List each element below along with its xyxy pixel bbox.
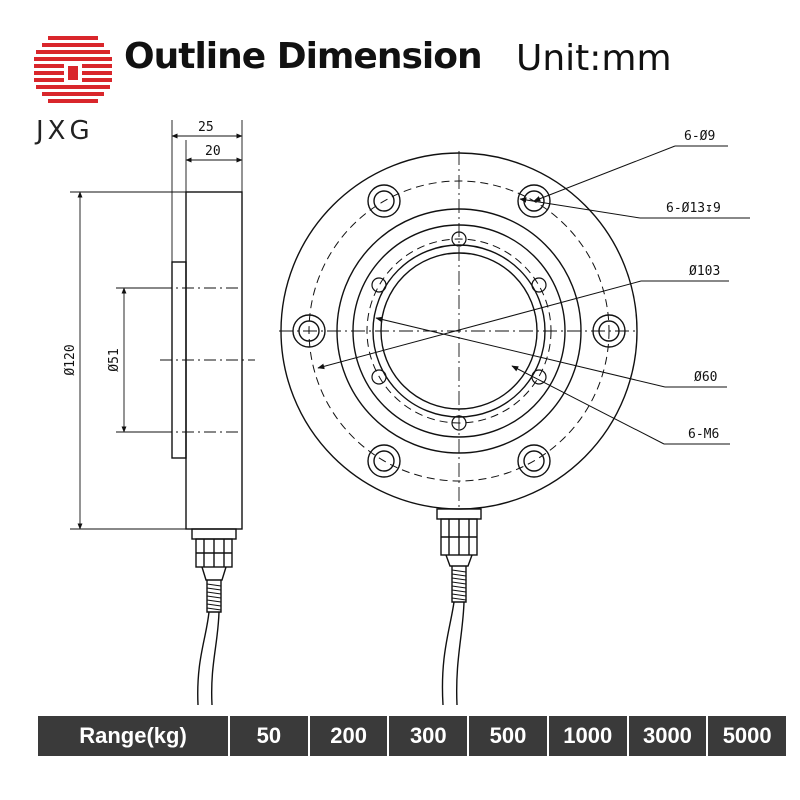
range-value: 5000	[706, 716, 786, 756]
side-view	[70, 120, 255, 706]
label-6-m6: 6-M6	[688, 427, 719, 442]
label-6-d13-counterbore: 6-Ø13↧9	[666, 201, 721, 216]
jxg-logo-icon	[34, 36, 112, 103]
m6-threaded-holes	[371, 231, 547, 431]
range-value: 200	[307, 716, 388, 756]
range-value: 50	[228, 716, 308, 756]
label-d103: Ø103	[689, 264, 720, 279]
range-table: Range(kg) 50 200 300 500 1000 3000 5000	[38, 716, 786, 756]
dim-25-label: 25	[198, 120, 214, 135]
front-view	[279, 145, 750, 706]
range-value: 300	[387, 716, 467, 756]
range-value: 1000	[546, 716, 627, 756]
unit-label: Unit:mm	[516, 38, 672, 79]
range-table-header: Range(kg)	[79, 723, 187, 748]
dim-20-label: 20	[205, 144, 221, 159]
dim-d51-label: Ø51	[107, 348, 122, 371]
side-body	[185, 191, 243, 530]
label-d60: Ø60	[694, 370, 717, 385]
page-title: Outline Dimension	[124, 36, 483, 77]
dim-d120-label: Ø120	[63, 344, 78, 375]
label-6-d9: 6-Ø9	[684, 129, 715, 144]
side-cable	[197, 611, 210, 706]
range-value: 500	[467, 716, 547, 756]
range-value: 3000	[626, 716, 707, 756]
front-cable	[441, 601, 455, 706]
technical-drawing: 25 20 Ø120 Ø51	[63, 120, 750, 706]
header: JXG Outline Dimension Unit:mm	[0, 0, 800, 160]
mounting-holes	[292, 184, 626, 478]
brand-name: JXG	[36, 116, 94, 146]
